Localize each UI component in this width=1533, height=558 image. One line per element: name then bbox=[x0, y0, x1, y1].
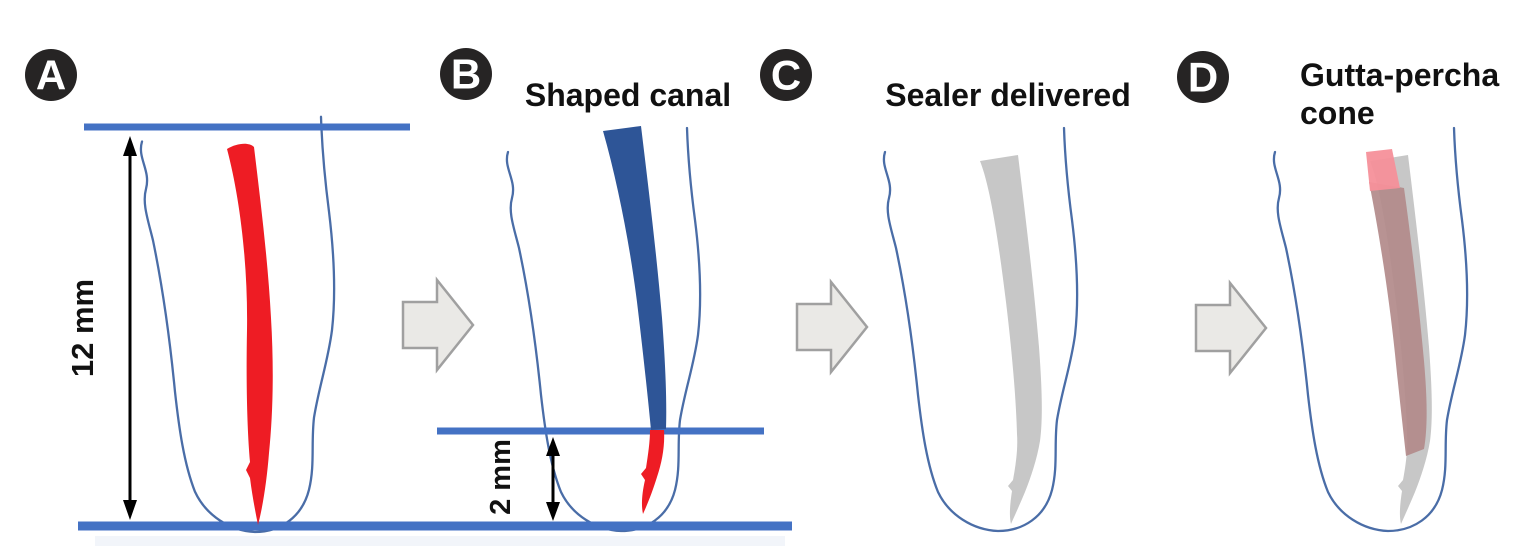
tooth-outline-c bbox=[882, 126, 1079, 533]
root-canal-a bbox=[227, 143, 273, 525]
badge-circle-d bbox=[1177, 51, 1229, 103]
apical-canal-b bbox=[641, 430, 665, 514]
badge-letter-a: A bbox=[36, 52, 66, 99]
arrow-up-icon bbox=[123, 136, 137, 156]
arrow-down-icon bbox=[123, 500, 137, 520]
badge-circle-b bbox=[440, 48, 492, 100]
panel-b-badge: B bbox=[440, 48, 492, 100]
ruler-line-shadow bbox=[95, 536, 785, 546]
badge-circle-a bbox=[25, 49, 77, 101]
measure-label-12mm: 12 mm bbox=[65, 279, 100, 377]
gutta-percha-seated-d bbox=[1369, 182, 1427, 456]
panel-a-badge: A bbox=[25, 49, 77, 101]
gutta-percha-cone-d bbox=[1366, 149, 1400, 191]
badge-letter-b: B bbox=[451, 51, 481, 98]
badge-letter-c: C bbox=[771, 52, 801, 99]
sealer-canal-c bbox=[980, 155, 1042, 524]
badge-letter-d: D bbox=[1188, 54, 1218, 101]
measure-arrow-b bbox=[546, 437, 560, 521]
panel-d-title-line2: cone bbox=[1300, 95, 1375, 131]
badge-circle-c bbox=[760, 49, 812, 101]
arrow-down-icon bbox=[546, 502, 560, 521]
panel-c-badge: C bbox=[760, 49, 812, 101]
arrow-up-icon bbox=[546, 437, 560, 456]
arrow-right-icon bbox=[1194, 281, 1268, 375]
measure-label-2mm: 2 mm bbox=[485, 439, 517, 515]
arrow-right-icon bbox=[401, 278, 475, 372]
panel-d-title-line1: Gutta-percha bbox=[1300, 57, 1499, 93]
panel-c-title: Sealer delivered bbox=[885, 77, 1130, 113]
panel-d-badge: D bbox=[1177, 51, 1229, 103]
measure-arrow-a bbox=[123, 136, 137, 520]
tooth-outline-b bbox=[505, 126, 702, 533]
arrow-right-icon bbox=[795, 280, 869, 374]
panel-b-title: Shaped canal bbox=[525, 77, 731, 113]
shaped-canal-b bbox=[603, 126, 667, 430]
